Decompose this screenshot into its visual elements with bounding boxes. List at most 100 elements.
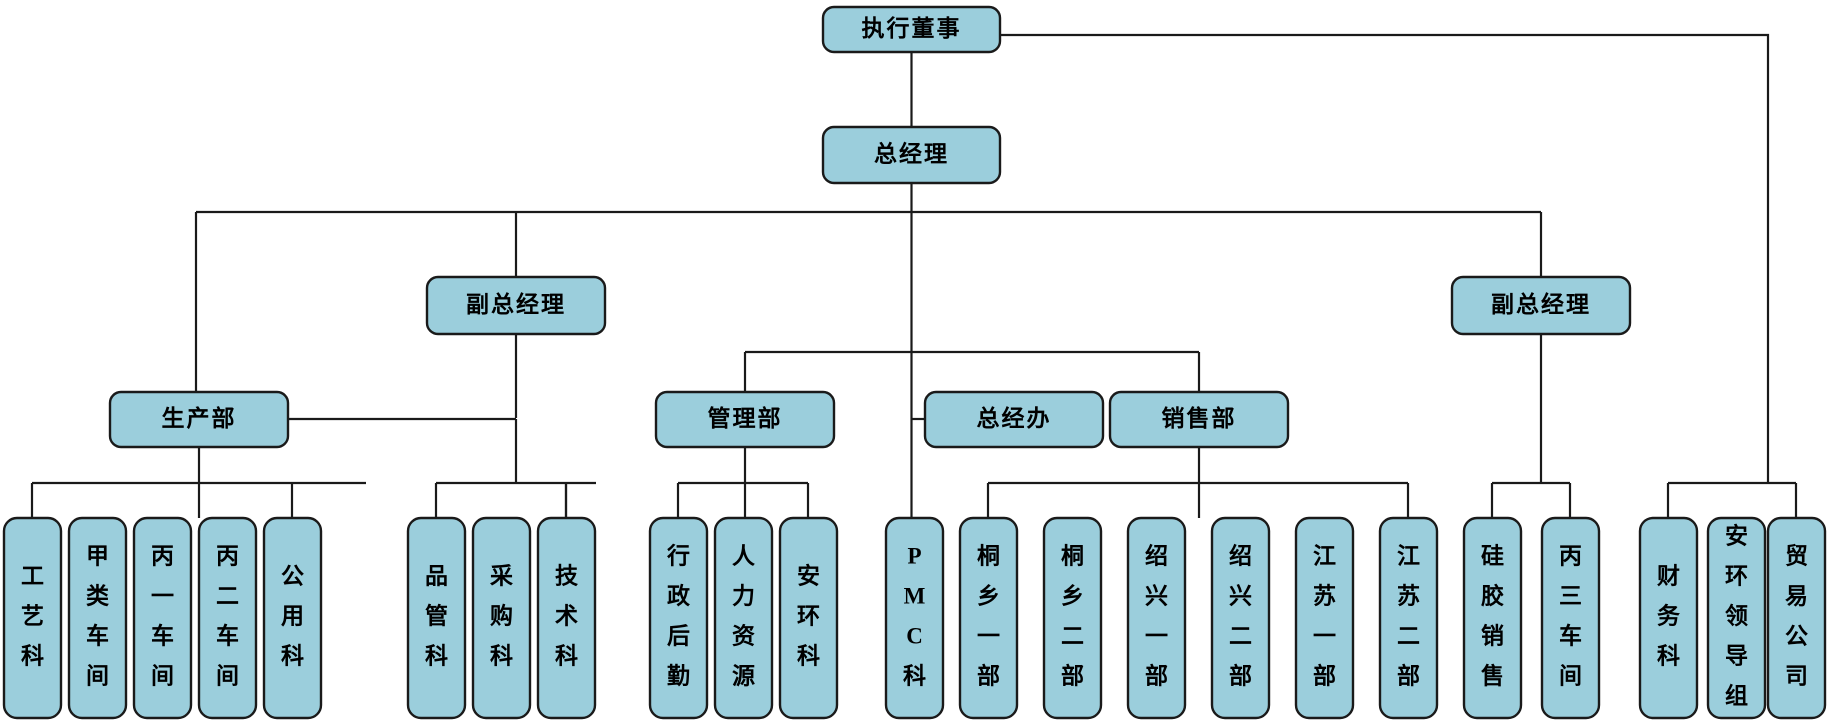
node-quality_section[interactable]: 品管科: [406, 516, 467, 720]
node-label-purchasing_section-char-2: 科: [490, 643, 513, 668]
node-shape-silicone_sales: [1462, 516, 1523, 720]
node-label-pmc_section-char-2: C: [906, 623, 923, 648]
node-label-human_resources-char-1: 力: [732, 583, 755, 608]
node-purchasing_section[interactable]: 采购科: [471, 516, 532, 720]
node-shape-purchasing_section: [471, 516, 532, 720]
node-safety_env_section[interactable]: 安环科: [778, 516, 839, 720]
node-label-tongxiang_2-char-1: 乡: [1061, 583, 1084, 608]
node-label-gm_office: 总经办: [977, 405, 1052, 431]
node-label-trading_company-char-2: 公: [1785, 623, 1808, 648]
node-label-bing_3_workshop-char-3: 间: [1559, 663, 1582, 688]
node-label-production_dept: 生产部: [162, 405, 237, 431]
node-label-quality_section-char-1: 管: [425, 602, 448, 628]
node-shape-deputy_gm_right: [1450, 275, 1632, 336]
node-production_dept[interactable]: 生产部: [108, 390, 290, 449]
node-label-finance_section-char-1: 务: [1657, 603, 1681, 628]
node-label-safety_env_section-char-0: 安: [797, 562, 820, 588]
node-label-human_resources-char-2: 资: [732, 623, 755, 648]
node-shape-bing_2_workshop: [197, 516, 258, 720]
node-shape-finance_section: [1638, 516, 1699, 720]
node-label-craft_section-char-1: 艺: [21, 603, 44, 628]
node-label-general_manager: 总经理: [874, 140, 949, 166]
node-finance_section[interactable]: 财务科: [1638, 516, 1699, 720]
node-label-technology_section-char-0: 技: [555, 563, 579, 588]
node-technology_section[interactable]: 技术科: [536, 516, 597, 720]
node-craft_section[interactable]: 工艺科: [2, 516, 63, 720]
node-utility_section[interactable]: 公用科: [262, 516, 323, 720]
node-label-jiangsu_1-char-3: 部: [1313, 662, 1336, 688]
node-label-human_resources-char-3: 源: [732, 663, 755, 688]
node-shape-trading_company: [1766, 516, 1827, 720]
node-shape-technology_section: [536, 516, 597, 720]
node-label-jiangsu_2-char-1: 苏: [1397, 583, 1420, 608]
node-label-tongxiang_1-char-0: 桐: [977, 542, 1000, 568]
node-label-purchasing_section-char-0: 采: [490, 563, 513, 588]
node-label-human_resources-char-0: 人: [732, 543, 756, 568]
node-layer: 执行董事总经理副总经理副总经理生产部管理部总经办销售部工艺科甲类车间丙一车间丙二…: [2, 5, 1827, 720]
node-deputy_gm_right[interactable]: 副总经理: [1450, 275, 1632, 336]
node-label-shaoxing_1-char-2: 一: [1145, 623, 1168, 648]
node-sales_dept[interactable]: 销售部: [1108, 390, 1290, 449]
node-shape-general_manager: [821, 125, 1002, 185]
node-executive_director[interactable]: 执行董事: [821, 5, 1002, 54]
node-label-technology_section-char-2: 科: [555, 643, 578, 668]
node-shape-safety_env_section: [778, 516, 839, 720]
node-label-management_dept: 管理部: [708, 405, 783, 431]
node-label-trading_company-char-3: 司: [1785, 663, 1808, 688]
node-label-class_a_workshop-char-1: 类: [86, 583, 109, 608]
node-general_manager[interactable]: 总经理: [821, 125, 1002, 185]
connector-layer: [30, 33, 1798, 518]
node-label-bing_3_workshop-char-0: 丙: [1559, 543, 1582, 568]
node-label-deputy_gm_left: 副总经理: [466, 291, 566, 317]
node-label-shaoxing_2-char-1: 兴: [1229, 583, 1252, 608]
node-label-silicone_sales-char-0: 硅: [1481, 543, 1504, 568]
node-shape-admin_logistics: [648, 516, 709, 720]
node-deputy_gm_left[interactable]: 副总经理: [425, 275, 607, 336]
node-label-shaoxing_2-char-2: 二: [1229, 623, 1252, 648]
node-label-bing_3_workshop-char-2: 车: [1559, 622, 1582, 648]
node-shape-quality_section: [406, 516, 467, 720]
node-label-safety_env_group-char-3: 导: [1725, 643, 1748, 668]
node-gm_office[interactable]: 总经办: [923, 390, 1105, 449]
node-label-tongxiang_2-char-2: 二: [1061, 623, 1084, 648]
node-shape-shaoxing_1: [1126, 516, 1187, 720]
node-shape-tongxiang_2: [1042, 516, 1103, 720]
node-shape-bing_1_workshop: [132, 516, 193, 720]
node-label-pmc_section-char-0: P: [907, 543, 921, 568]
node-label-bing_2_workshop-char-3: 间: [216, 663, 239, 688]
node-label-class_a_workshop-char-2: 车: [86, 622, 109, 648]
node-shape-jiangsu_1: [1294, 516, 1355, 720]
node-label-purchasing_section-char-1: 购: [490, 603, 513, 628]
node-label-executive_director: 执行董事: [862, 15, 962, 41]
node-label-shaoxing_2-char-0: 绍: [1229, 542, 1252, 568]
node-label-sales_dept: 销售部: [1162, 405, 1237, 431]
node-label-utility_section-char-2: 科: [281, 643, 304, 668]
node-label-admin_logistics-char-3: 勤: [667, 663, 690, 688]
node-label-tongxiang_1-char-2: 一: [977, 623, 1000, 648]
node-shape-safety_env_group: [1706, 516, 1767, 720]
node-shape-class_a_workshop: [67, 516, 128, 720]
node-label-bing_1_workshop-char-3: 间: [151, 663, 174, 688]
node-label-shaoxing_1-char-3: 部: [1145, 662, 1168, 688]
node-label-trading_company-char-0: 贸: [1785, 543, 1808, 568]
node-management_dept[interactable]: 管理部: [654, 390, 836, 449]
node-label-quality_section-char-0: 品: [425, 563, 448, 588]
node-label-jiangsu_2-char-3: 部: [1397, 662, 1420, 688]
